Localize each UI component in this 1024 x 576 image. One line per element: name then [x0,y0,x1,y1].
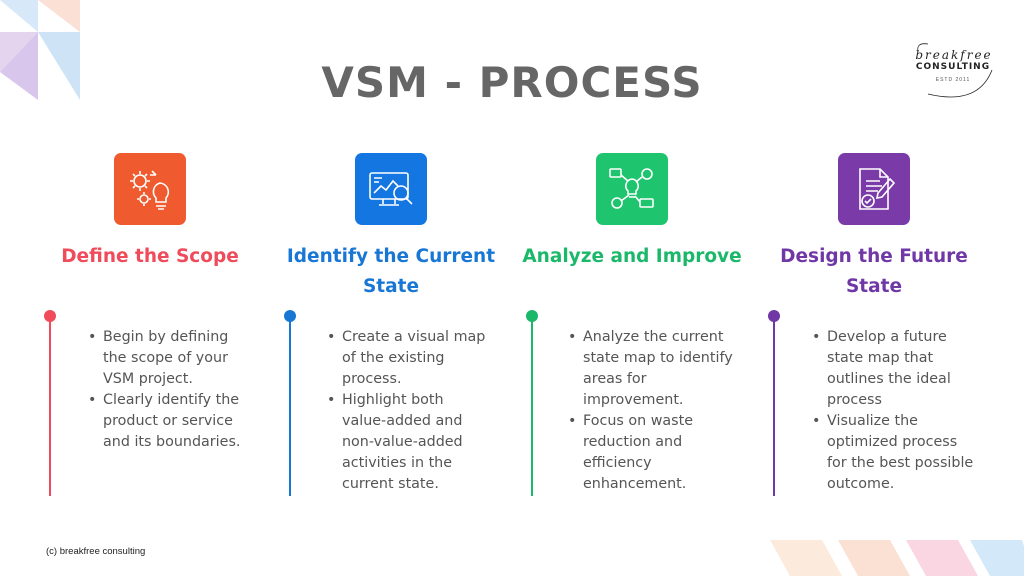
footer-copyright: (c) breakfree consulting [46,546,146,557]
logo-script: breakfree [915,48,993,62]
scope-heading: Define the Scope [61,246,239,267]
logo-sub: ESTD 2011 [935,77,971,83]
document-checklist-icon [859,168,896,210]
idea-network-icon [609,168,654,209]
current-icon-box [355,153,427,225]
column-analyze-improve: Analyze and Improve Analyze the current … [512,0,752,576]
analyze-bullets: Analyze the current state map to identif… [567,327,733,495]
list-item: Develop a future state map that outlines… [812,327,977,411]
analyze-icon-box [596,153,668,225]
column-define-scope: Define the Scope Begin by defining the s… [30,0,270,576]
corner-decoration-top-left [0,0,110,100]
page-title: VSM - PROCESS [321,58,703,107]
scope-bullets: Begin by defining the scope of your VSM … [87,327,253,453]
future-heading: Design the Future State [780,246,968,297]
current-timeline-line [289,316,291,496]
column-current-state: Identify the Current State Create a visu… [271,0,511,576]
current-bullets: Create a visual map of the existing proc… [326,327,492,495]
future-icon-box [838,153,910,225]
column-future-state: Design the Future State Develop a future… [754,0,994,576]
list-item: Analyze the current state map to identif… [568,327,733,411]
list-item: Begin by defining the scope of your VSM … [88,327,253,390]
list-item: Visualize the optimized process for the … [812,411,977,495]
list-item: Focus on waste reduction and efficiency … [568,411,733,495]
analyze-timeline-line [531,316,533,496]
gears-lightbulb-icon [130,170,170,210]
future-timeline-line [773,316,775,496]
list-item: Highlight both value-added and non-value… [327,390,492,495]
analyze-heading: Analyze and Improve [522,246,742,267]
list-item: Create a visual map of the existing proc… [327,327,492,390]
brand-logo: breakfree CONSULTING ESTD 2011 [908,40,998,102]
list-item: Clearly identify the product or service … [88,390,253,453]
corner-decoration-bottom-right [770,540,1024,576]
logo-main: CONSULTING [915,62,991,72]
current-heading: Identify the Current State [286,246,496,297]
logo-swoosh [917,43,993,98]
scope-icon-box [114,153,186,225]
scope-timeline-line [49,316,51,496]
future-bullets: Develop a future state map that outlines… [811,327,977,495]
monitor-analytics-icon [369,172,413,206]
